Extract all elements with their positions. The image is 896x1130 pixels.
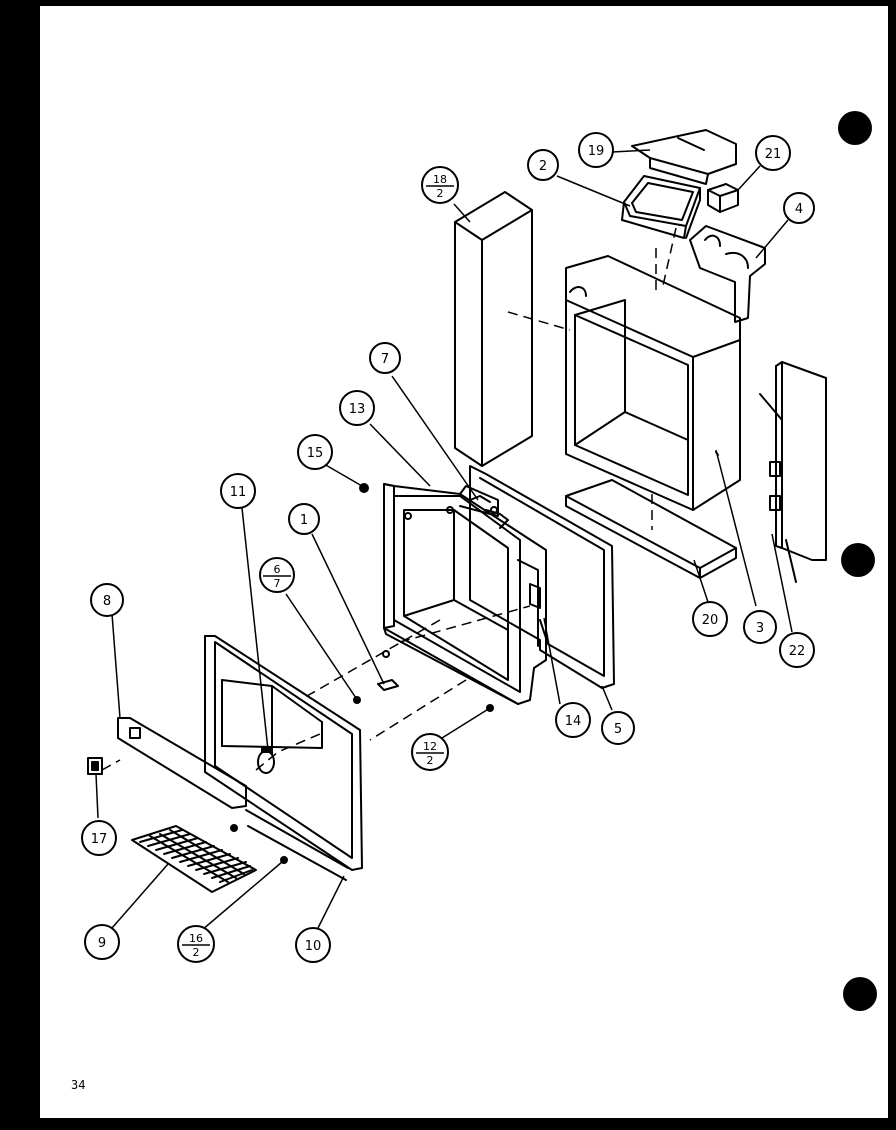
part-22-side-panel xyxy=(759,361,827,583)
callout-12-top: 12 xyxy=(423,740,437,753)
callout-14: 14 xyxy=(565,714,582,729)
callout-8: 8 xyxy=(103,594,111,609)
part-13-evaporator-housing xyxy=(383,483,547,705)
callout-16-bottom: 2 xyxy=(193,946,200,959)
callout-9: 9 xyxy=(98,936,106,951)
part-21-small-block xyxy=(707,183,739,213)
callout-18-bottom: 2 xyxy=(437,187,444,200)
part-11-light-bulb xyxy=(257,746,275,774)
callout-7: 7 xyxy=(381,352,389,367)
callout-6-bottom: 7 xyxy=(274,577,281,590)
callout-11: 11 xyxy=(230,485,247,500)
part-17-switch xyxy=(87,757,103,775)
callout-1: 1 xyxy=(300,513,308,528)
part-18-insulation-block xyxy=(454,191,533,467)
screw xyxy=(230,824,238,832)
assembly-lines xyxy=(101,227,677,771)
callout-20: 20 xyxy=(702,613,719,628)
callout-6-top: 6 xyxy=(274,563,281,576)
part-4-bracket xyxy=(689,225,766,323)
fraction-bars xyxy=(182,185,454,946)
part-1-bracket-clip xyxy=(377,679,399,691)
part-16-screw xyxy=(280,856,288,864)
callout-10: 10 xyxy=(305,939,322,954)
callout-4: 4 xyxy=(795,202,803,217)
callout-15: 15 xyxy=(307,446,324,461)
callout-22: 22 xyxy=(789,644,806,659)
callout-2: 2 xyxy=(539,159,547,174)
registration-dot xyxy=(843,977,877,1011)
callout-3: 3 xyxy=(756,621,764,636)
screw xyxy=(382,650,390,658)
page-number: 34 xyxy=(71,1078,86,1092)
callout-17: 17 xyxy=(91,832,108,847)
registration-dot xyxy=(841,543,875,577)
callout-21: 21 xyxy=(765,147,782,162)
part-6-screw xyxy=(353,696,361,704)
part-9-grille xyxy=(131,825,257,893)
callout-19: 19 xyxy=(588,144,605,159)
registration-dot xyxy=(838,111,872,145)
part-8-trim-strip xyxy=(117,717,247,809)
part-5-gasket xyxy=(469,465,615,689)
part-20-bottom-plate xyxy=(565,479,737,579)
part-10-door-frame xyxy=(204,635,363,881)
part-2-duct-frame xyxy=(621,175,701,239)
callout-12-bottom: 2 xyxy=(427,754,434,767)
callout-5: 5 xyxy=(614,722,622,737)
leader-lines xyxy=(95,149,793,931)
callout-18-top: 18 xyxy=(433,173,447,186)
callout-circles xyxy=(81,132,815,963)
callout-13: 13 xyxy=(349,402,366,417)
callout-16-top: 16 xyxy=(189,932,203,945)
part-3-liner-housing xyxy=(565,255,741,511)
part-19-top-cover xyxy=(631,129,737,185)
